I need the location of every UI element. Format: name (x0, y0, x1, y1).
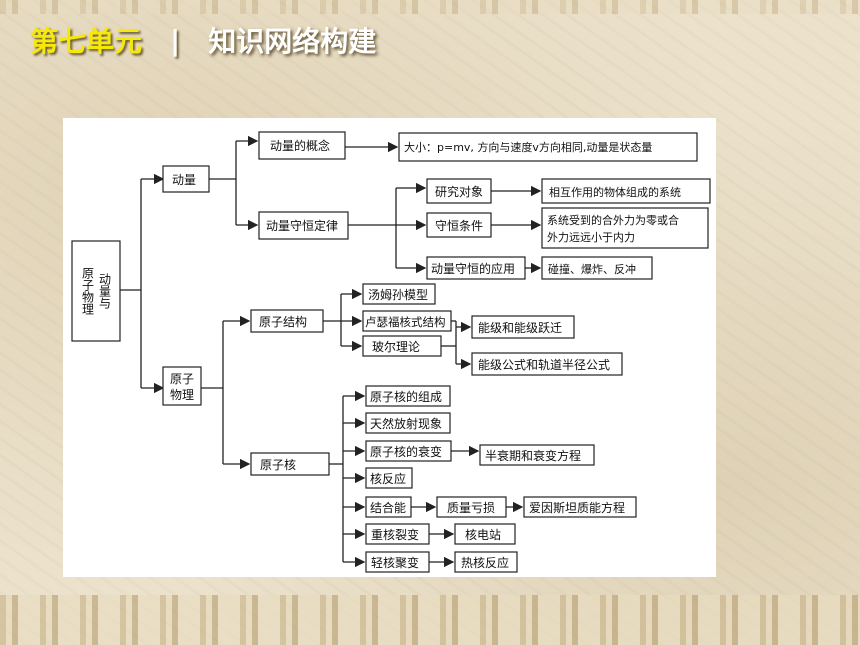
svg-text:重核裂变: 重核裂变 (371, 527, 419, 542)
node-mass-defect: 质量亏损 (436, 496, 507, 518)
node-energy-level-formula: 能级公式和轨道半径公式 (471, 352, 623, 376)
svg-text:核电站: 核电站 (465, 528, 501, 542)
svg-text:守恒条件: 守恒条件 (435, 219, 483, 233)
svg-text:能级和能级跃迁: 能级和能级跃迁 (478, 321, 562, 335)
svg-text:汤姆孙模型: 汤姆孙模型 (368, 288, 428, 302)
knowledge-map-diagram: 原子物理 动量与 动量 动量的概念 大小：p=mv, 方向与速度v方向相同,动量… (71, 131, 711, 573)
svg-text:玻尔理论: 玻尔理论 (372, 339, 420, 354)
node-root (71, 240, 121, 342)
node-binding-energy: 结合能 (365, 496, 412, 518)
root-col-0: 动量与 (97, 273, 112, 309)
node-bohr-theory: 玻尔理论 (362, 335, 442, 357)
node-rutherford-model: 卢瑟福核式结构 (362, 310, 452, 332)
svg-text:物理: 物理 (170, 388, 194, 402)
node-nucleus-composition: 原子核的组成 (365, 385, 451, 407)
node-momentum: 动量 (162, 165, 210, 193)
node-nuclear-plant: 核电站 (454, 523, 516, 545)
node-thomson-model: 汤姆孙模型 (362, 283, 436, 305)
node-conservation-application: 动量守恒的应用 (426, 256, 526, 280)
svg-text:原子: 原子 (170, 372, 194, 386)
node-half-life: 半衰期和衰变方程 (479, 444, 595, 466)
node-atomic-physics: 原子 物理 (162, 366, 202, 406)
svg-text:原子核的衰变: 原子核的衰变 (370, 444, 442, 459)
svg-text:研究对象: 研究对象 (435, 184, 483, 199)
node-research-object: 研究对象 (426, 178, 492, 204)
svg-text:相互作用的物体组成的系统: 相互作用的物体组成的系统 (549, 185, 681, 199)
node-energy-level-transition: 能级和能级跃迁 (471, 315, 575, 339)
node-natural-radioactivity: 天然放射现象 (365, 412, 451, 434)
slide-title: 知识网络构建 (208, 25, 377, 58)
node-atomic-structure: 原子结构 (250, 309, 324, 333)
node-einstein-equation: 爱因斯坦质能方程 (523, 496, 637, 518)
root-label: 原子物理 动量与 (80, 267, 112, 315)
node-conservation-law: 动量守恒定律 (258, 211, 349, 240)
svg-text:大小：p=mv, 方向与速度v方向相同,动量是状态量: 大小：p=mv, 方向与速度v方向相同,动量是状态量 (404, 140, 652, 154)
svg-text:动量的概念: 动量的概念 (270, 138, 330, 153)
node-nuclear-reaction: 核反应 (365, 467, 413, 489)
node-light-fusion: 轻核聚变 (365, 551, 430, 573)
svg-text:核反应: 核反应 (370, 471, 406, 486)
node-conservation-application-detail: 碰撞、爆炸、反冲 (541, 256, 653, 280)
svg-text:结合能: 结合能 (370, 500, 406, 515)
node-thermonuclear: 热核反应 (454, 551, 518, 573)
svg-text:轻核聚变: 轻核聚变 (371, 555, 419, 570)
slide-header: 第七单元 | 知识网络构建 (30, 20, 376, 60)
svg-text:卢瑟福核式结构: 卢瑟福核式结构 (365, 315, 446, 329)
svg-text:外力远远小于内力: 外力远远小于内力 (547, 230, 635, 244)
bottom-border-pattern (0, 595, 860, 645)
svg-text:原子结构: 原子结构 (259, 314, 307, 329)
node-nuclear-decay: 原子核的衰变 (365, 440, 452, 462)
svg-text:碰撞、爆炸、反冲: 碰撞、爆炸、反冲 (548, 262, 636, 276)
node-conservation-condition-detail: 系统受到的合外力为零或合 外力远远小于内力 (541, 207, 709, 249)
unit-label: 第七单元 (30, 25, 143, 58)
node-momentum-concept-detail: 大小：p=mv, 方向与速度v方向相同,动量是状态量 (398, 132, 698, 162)
svg-text:动量: 动量 (172, 173, 196, 187)
node-research-object-detail: 相互作用的物体组成的系统 (541, 178, 711, 204)
svg-text:爱因斯坦质能方程: 爱因斯坦质能方程 (529, 500, 625, 515)
svg-text:原子核的组成: 原子核的组成 (370, 389, 442, 404)
diagram-panel: 原子物理 动量与 动量 动量的概念 大小：p=mv, 方向与速度v方向相同,动量… (63, 118, 716, 577)
svg-text:质量亏损: 质量亏损 (447, 501, 495, 515)
connector-lines (120, 135, 542, 568)
node-conservation-condition: 守恒条件 (426, 212, 492, 238)
svg-text:热核反应: 热核反应 (461, 555, 509, 570)
svg-text:系统受到的合外力为零或合: 系统受到的合外力为零或合 (547, 213, 679, 227)
svg-text:天然放射现象: 天然放射现象 (370, 416, 442, 431)
svg-text:半衰期和衰变方程: 半衰期和衰变方程 (485, 448, 581, 463)
svg-text:能级公式和轨道半径公式: 能级公式和轨道半径公式 (478, 358, 610, 372)
top-border-pattern (0, 0, 860, 14)
root-col-1: 原子物理 (80, 267, 95, 315)
svg-text:动量守恒定律: 动量守恒定律 (266, 218, 338, 233)
svg-text:原子核: 原子核 (260, 458, 296, 472)
svg-text:动量守恒的应用: 动量守恒的应用 (431, 261, 515, 276)
node-heavy-fission: 重核裂变 (365, 523, 430, 545)
node-momentum-concept: 动量的概念 (258, 131, 346, 160)
header-separator: | (170, 23, 181, 57)
node-nucleus: 原子核 (250, 452, 330, 476)
